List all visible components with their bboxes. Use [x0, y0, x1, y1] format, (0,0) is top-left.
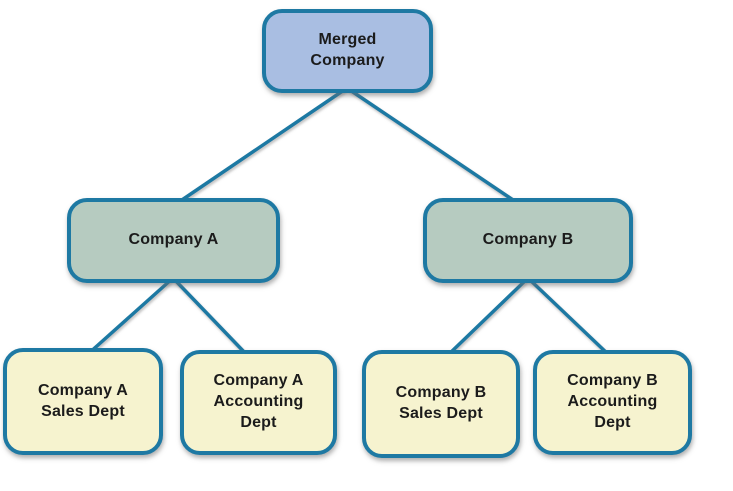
node-merged-company-label: Merged Company: [310, 31, 385, 69]
node-company-a-accounting-dept-label: Company A Accounting Dept: [213, 372, 304, 431]
node-company-a-label: Company A: [128, 231, 219, 249]
node-company-a-accounting-dept: Company A Accounting Dept: [180, 350, 337, 455]
node-company-b-accounting-dept: Company B Accounting Dept: [533, 350, 692, 455]
node-company-b-accounting-dept-label: Company B Accounting Dept: [567, 372, 658, 431]
node-company-b-label: Company B: [482, 231, 574, 249]
edge-company-a-to-sales: [86, 276, 175, 356]
edge-company-a-to-accounting: [171, 276, 249, 357]
node-company-b-sales-dept-label: Company B Sales Dept: [395, 384, 487, 422]
node-merged-company: Merged Company: [262, 9, 433, 93]
node-company-a-sales-dept-label: Company A Sales Dept: [37, 381, 129, 420]
edge-merged-to-company-a: [174, 86, 349, 206]
edge-company-b-to-sales: [446, 276, 530, 357]
node-company-b-sales-dept: Company B Sales Dept: [362, 350, 520, 458]
node-company-a-sales-dept: Company A Sales Dept: [3, 348, 163, 455]
node-company-b: Company B: [423, 198, 633, 283]
edge-company-b-to-accounting: [526, 276, 612, 358]
node-company-a: Company A: [67, 198, 280, 283]
edge-merged-to-company-b: [345, 86, 521, 206]
